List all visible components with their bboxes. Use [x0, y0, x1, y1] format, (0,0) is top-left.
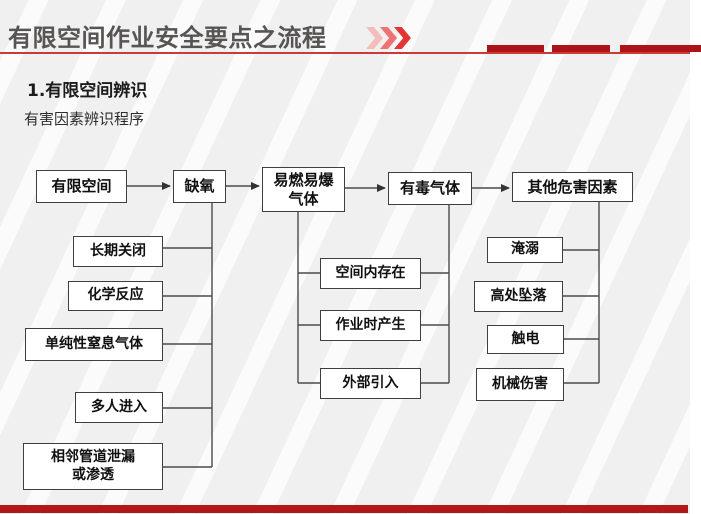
page-title: 有限空间作业安全要点之流程	[8, 24, 327, 52]
flow-box-multiple-entry: 多人进入	[75, 392, 163, 423]
flow-box-electric-shock: 触电	[487, 325, 564, 354]
section-heading: 1.有限空间辨识	[27, 81, 148, 101]
flow-box-external-introduction: 外部引入	[320, 368, 421, 399]
flow-box-fall-from-height: 高处坠落	[474, 281, 563, 312]
title-underline	[0, 52, 690, 54]
flow-box-toxic-gas: 有毒气体	[388, 172, 472, 205]
flow-box-confined-space: 有限空间	[36, 170, 127, 203]
flow-box-other-hazard-factors: 其他危害因素	[512, 172, 633, 202]
flow-box-simple-asphyxiant-gas: 单纯性窒息气体	[25, 328, 163, 361]
flow-box-mechanical-injury: 机械伤害	[476, 368, 564, 401]
flow-box-exists-in-space: 空间内存在	[320, 258, 421, 289]
section-subheading: 有害因素辨识程序	[24, 110, 145, 128]
flow-box-drowning: 淹溺	[487, 237, 563, 263]
flow-box-long-term-closure: 长期关闭	[73, 236, 163, 267]
header-dash	[552, 45, 610, 52]
header-dash	[620, 45, 701, 52]
flow-box-chemical-reaction: 化学反应	[68, 281, 163, 311]
header-dash	[487, 45, 544, 52]
flow-box-flammable-explosive-gas: 易燃易爆 气体	[262, 167, 345, 212]
flow-box-oxygen-deficiency: 缺氧	[173, 170, 226, 203]
triple-chevron-right-icon	[366, 27, 426, 49]
flow-box-adjacent-pipeline-leak: 相邻管道泄漏 或渗透	[23, 443, 163, 490]
footer-bar	[0, 505, 688, 513]
flow-box-generated-during-work: 作业时产生	[320, 310, 421, 341]
